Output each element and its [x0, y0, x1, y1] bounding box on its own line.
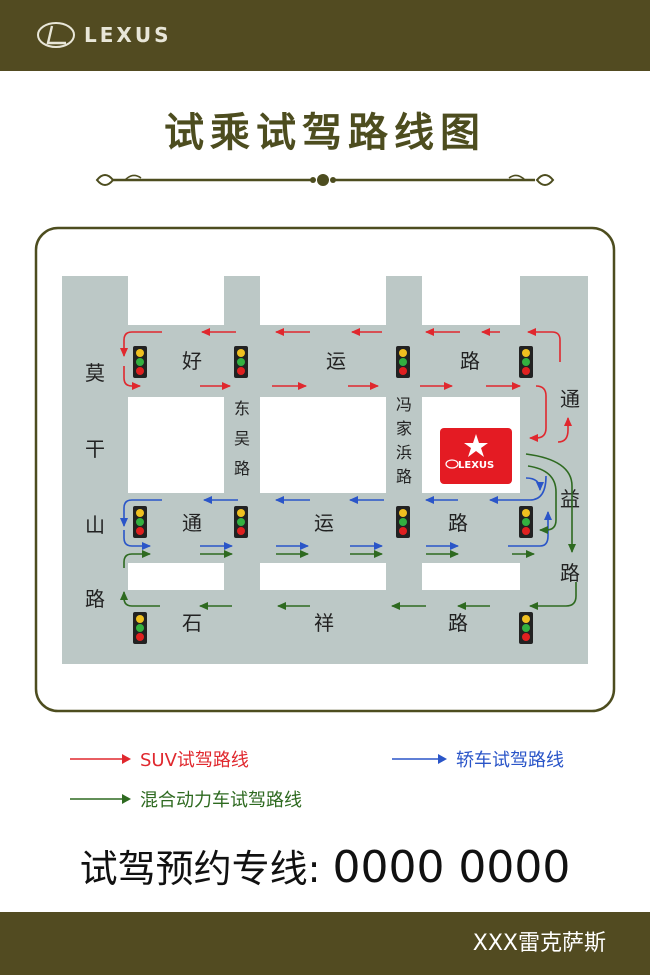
dealer-logo-text: LEXUS [458, 460, 494, 471]
red-arrow-icon [70, 754, 131, 764]
label-tongyun-2: 运 [314, 511, 334, 535]
road-shixiang [62, 590, 588, 664]
label-fengjia-3: 浜 [396, 443, 412, 462]
label-fengjia-2: 家 [396, 419, 412, 438]
green-arrow-icon [70, 794, 131, 804]
suv-route [120, 328, 572, 443]
label-tongyun-1: 通 [182, 511, 202, 535]
star-icon [464, 434, 488, 457]
legend-hybrid: 混合动力车试驾路线 [70, 786, 302, 812]
label-tongyi-2: 益 [560, 487, 580, 511]
logo-text: LEXUS [84, 23, 172, 47]
label-haoyun-3: 路 [460, 349, 480, 373]
label-moganshan-2: 干 [85, 437, 105, 461]
label-moganshan-4: 路 [85, 587, 105, 611]
legend-hybrid-label: 混合动力车试驾路线 [140, 790, 302, 811]
page-title: 试乘试驾路线图 [164, 110, 486, 156]
label-dongwu-3: 路 [234, 459, 250, 478]
label-haoyun-1: 好 [182, 349, 202, 373]
hybrid-route [120, 453, 577, 610]
label-shixiang-2: 祥 [314, 611, 334, 635]
sedan-route [120, 475, 552, 550]
label-moganshan-3: 山 [85, 513, 105, 537]
label-shixiang-1: 石 [182, 611, 202, 635]
label-shixiang-3: 路 [448, 611, 468, 635]
label-fengjia-4: 路 [396, 467, 412, 486]
label-tongyun-3: 路 [448, 511, 468, 535]
label-moganshan-1: 莫 [85, 361, 105, 385]
label-dongwu-2: 吴 [234, 429, 250, 448]
dealer-name: XXX雷克萨斯 [472, 931, 606, 956]
label-haoyun-2: 运 [326, 349, 346, 373]
lexus-emblem-icon [37, 22, 75, 48]
hotline: 试驾预约专线: 0000 0000 [0, 838, 650, 893]
lexus-logo: LEXUS [36, 20, 171, 50]
legend-sedan-label: 轿车试驾路线 [456, 750, 564, 771]
hotline-label: 试驾预约专线: [79, 847, 321, 891]
footer-bar [0, 912, 650, 975]
label-tongyi-3: 路 [560, 561, 580, 585]
legend-sedan: 轿车试驾路线 [392, 746, 564, 772]
divider-ornament [95, 174, 555, 186]
header-bar [0, 0, 650, 71]
label-tongyi-1: 通 [560, 387, 580, 411]
label-fengjia-1: 冯 [396, 395, 412, 414]
legend-suv-label: SUV试驾路线 [140, 750, 249, 771]
label-dongwu-1: 东 [234, 399, 250, 418]
dealer-marker: LEXUS [440, 428, 512, 484]
blue-arrow-icon [392, 754, 447, 764]
legend-suv: SUV试驾路线 [70, 746, 249, 772]
road-haoyun [62, 325, 588, 397]
hotline-number: 0000 0000 [332, 842, 571, 893]
